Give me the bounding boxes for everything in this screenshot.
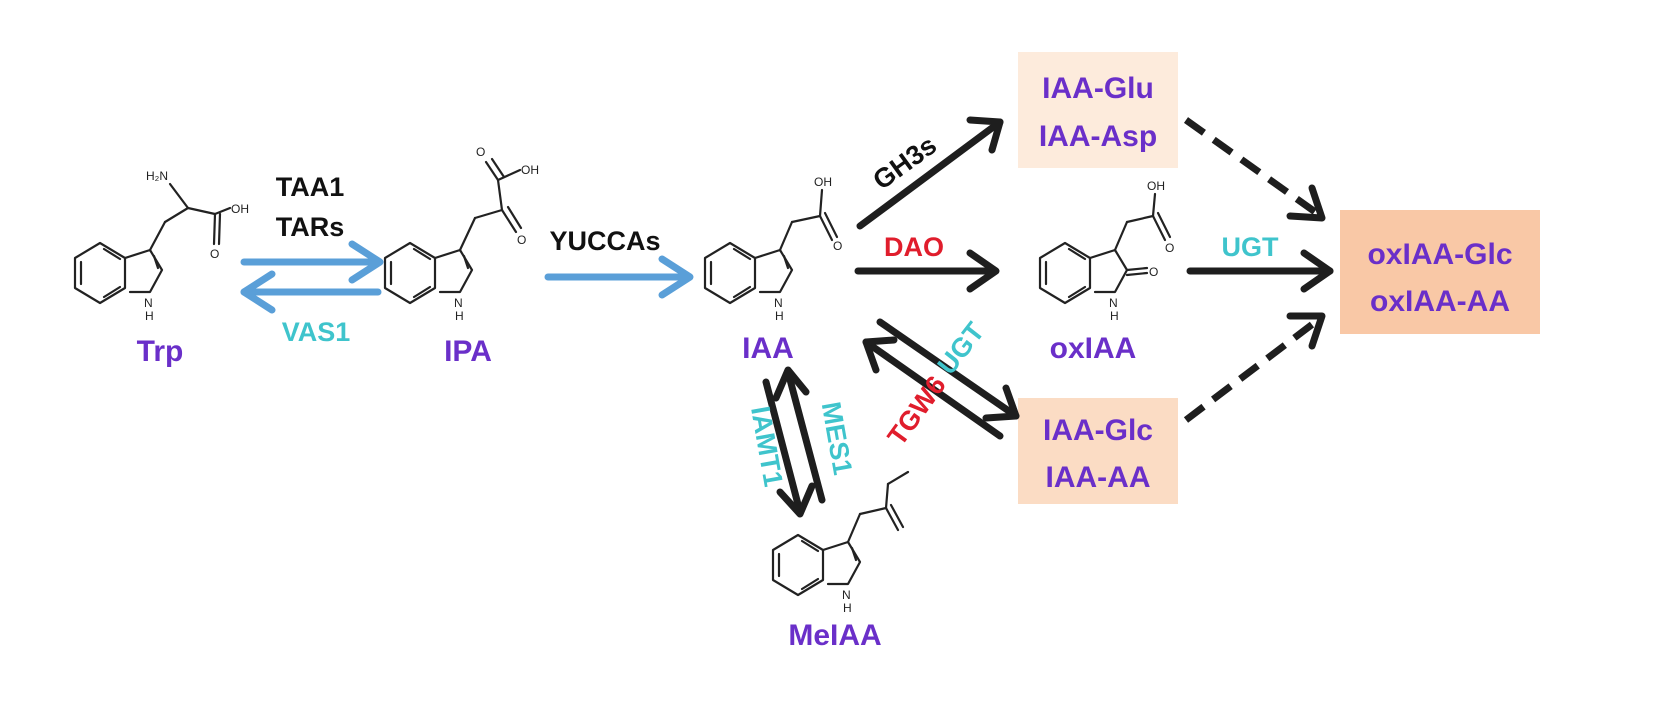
oxiaa-o-label: O <box>1165 241 1174 255</box>
enzyme-label-ugt-oxiaa: UGT <box>1222 232 1280 262</box>
oxiaa-oh-label: OH <box>1147 179 1165 193</box>
ipa-oh-label: OH <box>521 163 539 177</box>
compound-label-iaa-glu: IAA-Glu <box>1042 72 1154 105</box>
compound-label-meiaa: MeIAA <box>788 619 881 652</box>
dashed-arrow-amino-to-ox-conjugates <box>1183 117 1326 222</box>
box-iaa-amino-conjugates <box>1018 52 1178 168</box>
trp-nh-label: N <box>144 296 153 310</box>
iaa-oh-label: OH <box>814 175 832 189</box>
compound-label-trp: Trp <box>137 335 184 368</box>
enzyme-label-ugt-glc: UGT <box>932 316 991 380</box>
iaa-h-label: H <box>775 309 784 323</box>
oxiaa-keto-o-label: O <box>1149 265 1158 279</box>
oxiaa-structure: OH O O N H <box>1038 179 1174 323</box>
trp-structure: H₂N OH O N H <box>73 169 249 323</box>
compound-label-oxiaa-glc: oxIAA-Glc <box>1367 238 1512 271</box>
compound-label-iaa-aa: IAA-AA <box>1046 461 1151 494</box>
meiaa-structure: N H <box>771 470 910 615</box>
compound-label-iaa: IAA <box>742 332 794 365</box>
ipa-n-label: N <box>454 296 463 310</box>
enzyme-label-yuccas: YUCCAs <box>549 226 660 256</box>
trp-oh-label: OH <box>231 202 249 216</box>
trp-h-label: H <box>145 309 154 323</box>
arrow-meiaa-to-iaa <box>772 366 826 504</box>
compound-label-oxiaa-aa: oxIAA-AA <box>1370 285 1510 318</box>
box-iaa-glc-conjugates <box>1018 398 1178 504</box>
arrow-iaa-to-oxiaa <box>854 249 1000 293</box>
trp-amine-label: H₂N <box>146 169 168 183</box>
arrow-iaa-to-glc-conjugates <box>876 318 1020 422</box>
oxiaa-h-label: H <box>1110 309 1119 323</box>
compound-label-ipa: IPA <box>444 335 492 368</box>
arrow-iaa-to-meiaa <box>762 378 816 518</box>
oxiaa-n-label: N <box>1109 296 1118 310</box>
compound-label-iaa-glc: IAA-Glc <box>1043 414 1153 447</box>
ipa-o-label: O <box>476 145 485 159</box>
iaa-structure: OH O N H <box>703 175 842 323</box>
box-oxiaa-conjugates <box>1340 210 1540 334</box>
trp-o-label: O <box>210 247 219 261</box>
arrow-glc-conjugates-to-iaa <box>862 336 1004 440</box>
enzyme-label-tars: TARs <box>276 212 345 242</box>
dashed-arrow-glc-to-ox-conjugates <box>1183 312 1326 423</box>
compound-label-oxiaa: oxIAA <box>1050 332 1137 365</box>
meiaa-n-label: N <box>842 588 851 602</box>
arrow-oxiaa-to-ox-conjugates <box>1186 249 1334 293</box>
enzyme-label-vas1: VAS1 <box>282 317 351 347</box>
iaa-n-label: N <box>774 296 783 310</box>
arrow-iaa-to-amino-conjugates <box>856 116 1004 230</box>
ipa-h-label: H <box>455 309 464 323</box>
arrow-ipa-to-iaa <box>544 255 694 299</box>
enzyme-label-taa1: TAA1 <box>276 172 345 202</box>
arrow-ipa-to-trp <box>240 270 382 314</box>
enzyme-label-dao: DAO <box>884 232 944 262</box>
iaa-o-label: O <box>833 239 842 253</box>
compound-label-iaa-asp: IAA-Asp <box>1039 120 1157 153</box>
enzyme-label-tgw6: TGW6 <box>882 370 952 451</box>
ipa-structure: O OH O N H <box>383 145 539 323</box>
arrow-trp-to-ipa <box>240 240 384 284</box>
meiaa-h-label: H <box>843 601 852 615</box>
ipa-o2-label: O <box>517 233 526 247</box>
enzyme-label-gh3s: GH3s <box>867 130 942 196</box>
enzyme-label-mes1: MES1 <box>816 400 858 478</box>
enzyme-label-iamt1: IAMT1 <box>745 404 789 489</box>
